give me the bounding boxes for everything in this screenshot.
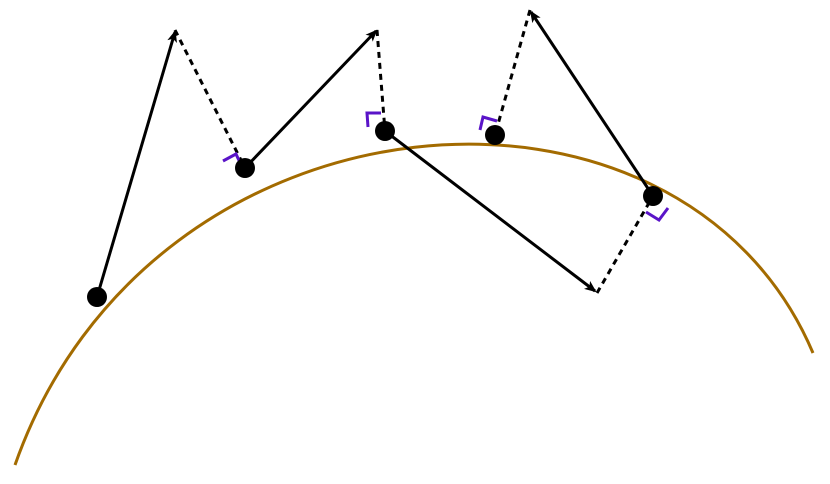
right-angle-marker xyxy=(365,111,381,128)
tangent-vector-arrow xyxy=(529,10,655,197)
manifold-point xyxy=(643,186,663,206)
manifold-point xyxy=(87,287,107,307)
manifold-point xyxy=(235,158,255,178)
manifold-point xyxy=(375,121,395,141)
right-angle-marker xyxy=(645,207,670,222)
projection-line xyxy=(375,29,387,132)
right-angle-marker xyxy=(478,115,498,131)
projection-line xyxy=(493,9,532,136)
tangent-vector-arrow xyxy=(243,29,378,170)
manifold-point xyxy=(485,125,505,145)
tangent-vector-arrow xyxy=(95,30,177,298)
projection-line xyxy=(173,29,247,169)
projection-line xyxy=(595,195,655,294)
manifold-curve xyxy=(13,142,815,466)
tangent-vector-arrow xyxy=(384,129,597,293)
